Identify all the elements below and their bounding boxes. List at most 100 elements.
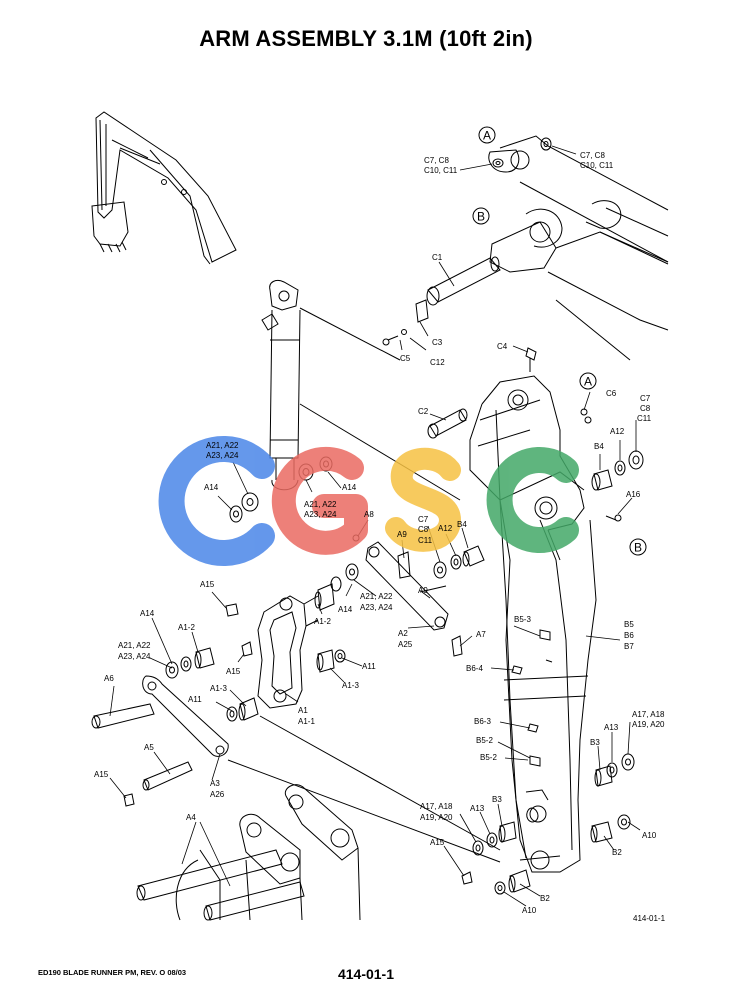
watermark-letter-c1 <box>158 436 275 566</box>
callout-b6-4: B6-4 <box>466 664 483 673</box>
callout-b7: B7 <box>624 642 634 651</box>
callout-b2-right: B2 <box>612 848 622 857</box>
callout-a12-mid: A12 <box>438 524 453 533</box>
callout-a25: A25 <box>398 640 413 649</box>
callout-b5: B5 <box>624 620 634 629</box>
callout-c3: C3 <box>432 338 443 347</box>
callout-a14-upper-mid: A14 <box>342 483 357 492</box>
callout-a1-3-left: A1-3 <box>210 684 227 693</box>
callout-a15-low: A15 <box>94 770 109 779</box>
callout-a1-3-right: A1-3 <box>342 681 359 690</box>
callout-a9-lower: A9 <box>418 586 428 595</box>
callout-b5-3: B5-3 <box>514 615 531 624</box>
watermark-letter-g <box>271 446 368 555</box>
callout-b6-3: B6-3 <box>474 717 491 726</box>
callout-a11-right: A11 <box>362 662 376 671</box>
footer-document-info: ED190 BLADE RUNNER PM, REV. O 08/03 <box>38 968 187 977</box>
callout-b5-2-a: B5-2 <box>476 736 493 745</box>
callout-c7-right: C7 <box>640 394 651 403</box>
page-title: ARM ASSEMBLY 3.1M (10ft 2in) <box>199 26 533 51</box>
callout-a14-mid: A14 <box>338 605 353 614</box>
circle-letter-b-top: B <box>477 210 485 224</box>
callout-a1: A1 <box>298 706 308 715</box>
callout-a9-upper: A9 <box>397 530 407 539</box>
callout-a21-a22-mid: A21, A22 <box>304 500 337 509</box>
circle-marker-a-top <box>478 126 496 144</box>
callout-a5: A5 <box>144 743 154 752</box>
callout-a1-1: A1-1 <box>298 717 315 726</box>
callout-a10-right: A10 <box>642 831 657 840</box>
bucket-bracket-sketch <box>136 784 361 921</box>
callout-a2: A2 <box>398 629 408 638</box>
callout-a21-a22-link: A21, A22 <box>360 592 393 601</box>
callout-a10-bottom: A10 <box>522 906 537 915</box>
callout-c8-mid: C8 <box>418 525 429 534</box>
callout-c7-mid: C7 <box>418 515 429 524</box>
callout-b3-low: B3 <box>492 795 502 804</box>
cgsc-watermark <box>158 436 579 566</box>
callout-c11-right: C11 <box>637 414 652 423</box>
callout-a15-top: A15 <box>200 580 215 589</box>
bushings-upper-right <box>492 137 644 491</box>
callout-a17-a18-low: A17, A18 <box>420 802 453 811</box>
callout-b3-right: B3 <box>590 738 600 747</box>
callout-c11-mid: C11 <box>418 536 433 545</box>
callout-c12: C12 <box>430 358 445 367</box>
callout-a1-2-upper: A1-2 <box>314 617 331 626</box>
callout-c4: C4 <box>497 342 508 351</box>
callout-a19-a20-low: A19, A20 <box>420 813 453 822</box>
callout-b4-top: B4 <box>594 442 604 451</box>
bushings-lower-right <box>461 629 635 895</box>
reference-circle-labels: A B A B <box>477 129 642 555</box>
callout-a21-a22-upper: A21, A22 <box>206 441 239 450</box>
callout-b4-mid: B4 <box>457 520 467 529</box>
circle-letter-a-top: A <box>483 129 491 143</box>
callout-a21-a22-left: A21, A22 <box>118 641 151 650</box>
callout-a14-left: A14 <box>140 609 155 618</box>
watermark-letter-c2 <box>486 447 579 553</box>
callout-a15-mid: A15 <box>226 667 241 676</box>
callout-a15-bottom: A15 <box>430 838 445 847</box>
figure-id: 414-01-1 <box>633 914 666 923</box>
watermark-letter-s <box>385 447 462 552</box>
callout-c7-c8-left: C7, C8 <box>424 156 449 165</box>
callout-a16: A16 <box>626 490 641 499</box>
callout-a8: A8 <box>364 510 374 519</box>
callout-a7: A7 <box>476 630 486 639</box>
circle-letter-a-arm: A <box>584 375 592 389</box>
callout-labels: C7, C8 C10, C11 C7, C8 C10, C11 C1 C3 C5… <box>94 151 665 915</box>
callout-a13-right: A13 <box>604 723 619 732</box>
callout-a14-upper-left: A14 <box>204 483 219 492</box>
callout-c7-c8-right: C7, C8 <box>580 151 605 160</box>
callout-c6: C6 <box>606 389 617 398</box>
callout-a26: A26 <box>210 790 225 799</box>
circle-letter-b-arm: B <box>634 541 642 555</box>
callout-b5-2-b: B5-2 <box>480 753 497 762</box>
callout-c8-right: C8 <box>640 404 651 413</box>
callout-a1-2-left: A1-2 <box>178 623 195 632</box>
callout-c10-c11-left: C10, C11 <box>424 166 458 175</box>
callout-a3: A3 <box>210 779 220 788</box>
circle-marker-a-arm <box>579 372 597 390</box>
callout-c2: C2 <box>418 407 429 416</box>
callout-a4: A4 <box>186 813 196 822</box>
left-pin-bushings <box>91 647 501 863</box>
callout-a23-a24-left: A23, A24 <box>118 652 151 661</box>
callout-a23-a24-link: A23, A24 <box>360 603 393 612</box>
guide-link-a2 <box>330 541 463 657</box>
callout-a12-top: A12 <box>610 427 625 436</box>
reference-circles <box>472 126 647 556</box>
footer-page-number: 414-01-1 <box>337 966 395 982</box>
callout-b2-bottom: B2 <box>540 894 550 903</box>
callout-a23-a24-mid: A23, A24 <box>304 510 337 519</box>
callout-c10-c11-right: C10, C11 <box>580 161 614 170</box>
bucket-link-a1 <box>225 583 346 709</box>
pivot-pins-upper <box>382 256 622 522</box>
callout-c5: C5 <box>400 354 411 363</box>
callout-a23-a24-upper: A23, A24 <box>206 451 239 460</box>
callout-a11-left: A11 <box>188 695 202 704</box>
excavator-inset-sketch <box>91 111 237 265</box>
circle-marker-b-arm <box>629 538 647 556</box>
